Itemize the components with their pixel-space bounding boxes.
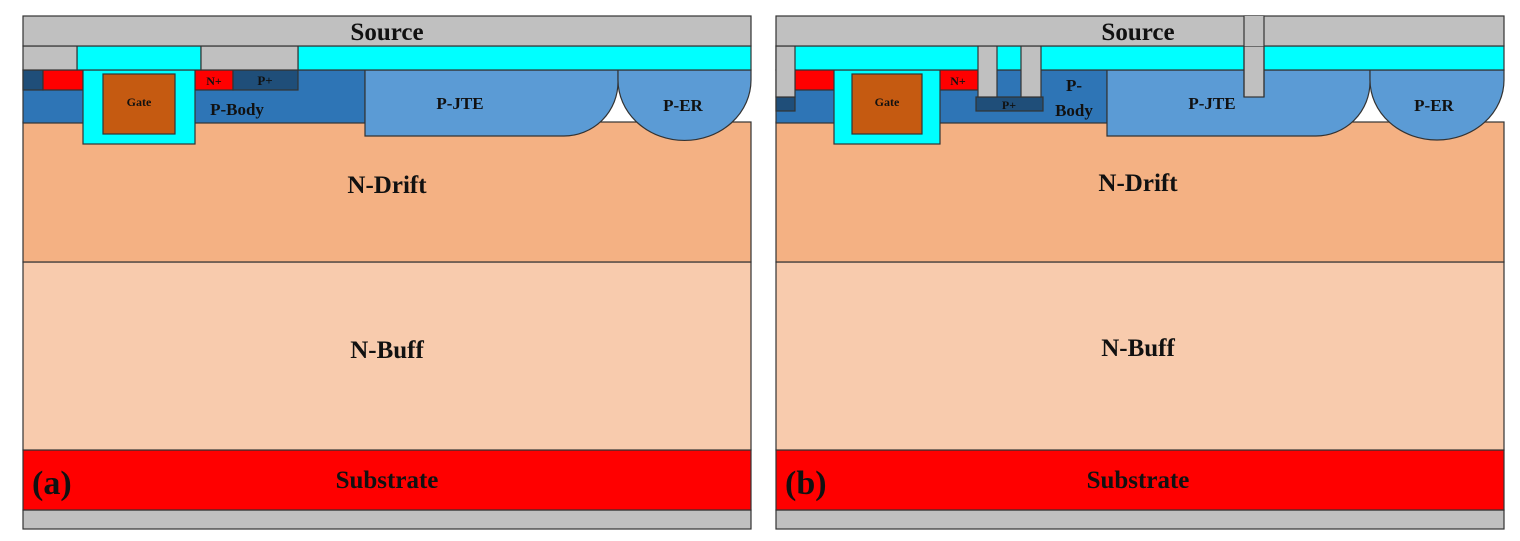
panel-b-p-body-label-line1: P-	[1066, 76, 1082, 95]
panel-b-labels: Source Gate N+ P+ P- Body P-JTE P-ER N-D…	[785, 19, 1455, 502]
panel-b-p-er-label: P-ER	[1414, 96, 1454, 115]
panel-a-substrate-region	[22, 449, 752, 511]
panel-a-gate-electrode	[102, 73, 176, 135]
panel-b-gate-electrode	[851, 73, 923, 135]
panel-b-p-plus-region	[975, 96, 1044, 112]
panel-b-n-drift-region	[775, 121, 1505, 263]
panel-a	[22, 15, 752, 530]
panel-a-n-drift-label: N-Drift	[347, 172, 427, 199]
panel-a-source-metal	[22, 15, 752, 47]
panel-a-p-er-region	[617, 69, 752, 141]
panel-b-backside-metal	[775, 509, 1505, 530]
panel-b-n-drift-label: N-Drift	[1098, 170, 1178, 197]
panel-a-substrate-label: Substrate	[336, 467, 439, 494]
panel-a-p-er-label: P-ER	[663, 96, 703, 115]
panel-b-gate-label: Gate	[875, 95, 900, 109]
panel-b-p-er-region	[1369, 69, 1505, 141]
panel-b-metal-via-1	[977, 45, 998, 98]
panel-a-source-label: Source	[350, 19, 423, 46]
panel-a-n-buff-region	[22, 261, 752, 451]
panel-b-substrate-label: Substrate	[1087, 467, 1190, 494]
panel-b-source-metal	[775, 15, 1505, 47]
panel-b-n-plus-left	[794, 69, 836, 91]
panel-a-top-oxide-left	[76, 45, 202, 71]
panel-a-label: (a)	[32, 465, 72, 502]
panel-b-metal-via-2	[1020, 45, 1042, 98]
panel-a-n-plus-label: N+	[206, 74, 222, 88]
panel-b	[775, 15, 1505, 530]
panel-a-metal-contact-right	[200, 45, 299, 71]
panel-a-p-plus-left	[22, 69, 44, 91]
panel-b-p-jte-region	[1106, 69, 1371, 137]
panel-b-metal-contact-left	[775, 45, 796, 98]
panel-a-p-body-label: P-Body	[210, 100, 264, 119]
panel-b-p-jte-label: P-JTE	[1188, 94, 1235, 113]
panel-b-substrate-region	[775, 449, 1505, 511]
panel-b-top-oxide	[775, 45, 1505, 71]
panel-b-p-plus-left	[775, 96, 796, 112]
panel-b-label: (b)	[785, 465, 827, 502]
panel-a-backside-metal	[22, 509, 752, 530]
panel-a-metal-contact-left	[22, 45, 78, 71]
panel-a-n-buff-label: N-Buff	[350, 337, 424, 364]
panel-a-labels: Source Gate N+ P+ P-Body P-JTE P-ER N-Dr…	[32, 19, 704, 502]
panel-b-n-buff-label: N-Buff	[1101, 335, 1175, 362]
panel-a-top-oxide-right	[297, 45, 752, 71]
panel-b-n-plus-label: N+	[950, 74, 966, 88]
panel-a-gate-label: Gate	[127, 95, 152, 109]
panel-b-p-plus-label: P+	[1002, 98, 1016, 112]
panel-a-p-jte-region	[364, 69, 619, 137]
panel-a-p-plus-label: P+	[257, 73, 272, 88]
panel-b-metal-via-3-top	[1244, 16, 1264, 46]
panel-a-p-jte-label: P-JTE	[436, 94, 483, 113]
panel-b-p-body-label-line2: Body	[1055, 101, 1093, 120]
panel-a-n-plus-left	[42, 69, 84, 91]
panel-b-source-label: Source	[1101, 19, 1174, 46]
panel-b-n-buff-region	[775, 261, 1505, 451]
